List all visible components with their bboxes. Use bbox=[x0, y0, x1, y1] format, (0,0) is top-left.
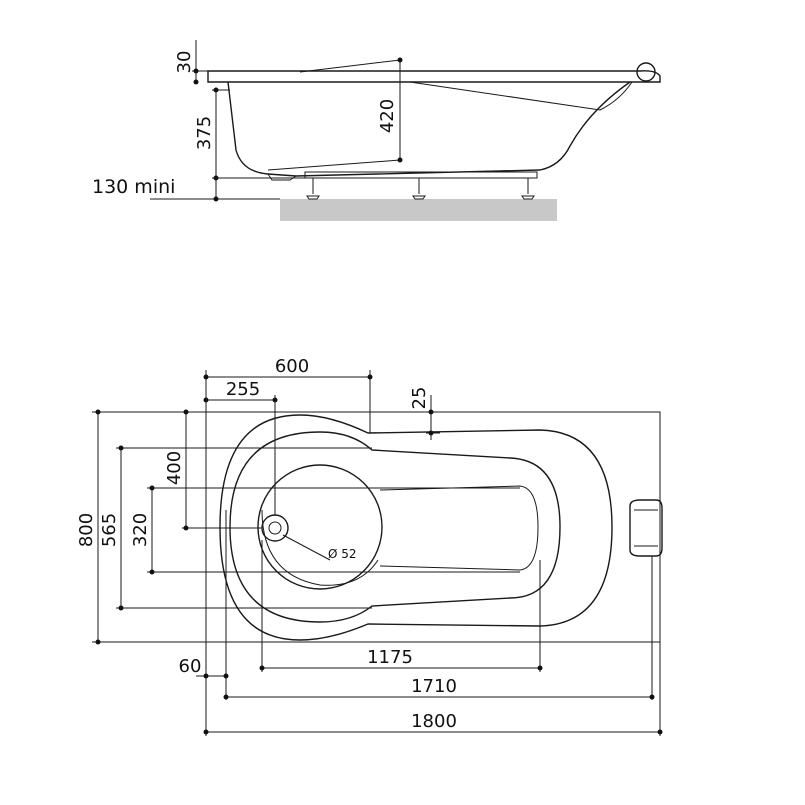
tub-inner-floor bbox=[267, 159, 401, 171]
dim-drain-to-end: 1175 bbox=[367, 647, 413, 668]
dim-overall-length: 1800 bbox=[411, 711, 457, 732]
dim-left-offset: 60 bbox=[179, 656, 202, 677]
headrest-inner bbox=[634, 509, 658, 547]
dim-drain-offset: 255 bbox=[226, 379, 260, 400]
dim-front-basin-width: 400 bbox=[164, 451, 185, 485]
dim-width-outer-basin: 565 bbox=[99, 513, 120, 547]
outer-basin bbox=[219, 414, 613, 641]
dim-inner-length: 1710 bbox=[411, 676, 457, 697]
headrest bbox=[629, 499, 663, 557]
inner-basin bbox=[229, 431, 561, 623]
drain-inner bbox=[268, 521, 282, 535]
dim-inner-depth: 420 bbox=[377, 99, 398, 133]
support-frame bbox=[304, 171, 538, 179]
front-basin-shadow bbox=[261, 509, 379, 586]
dim-tub-height: 375 bbox=[194, 116, 215, 150]
dim-drain-diameter: Ø 52 bbox=[328, 547, 357, 561]
dim-rim-thickness: 30 bbox=[174, 51, 195, 74]
floor-block bbox=[280, 199, 557, 221]
inner-floor bbox=[379, 485, 539, 571]
dim-rim-offset: 25 bbox=[409, 387, 430, 410]
tub-rim bbox=[207, 70, 661, 83]
tub-body bbox=[227, 81, 631, 177]
top-view: Ø 52 600 255 25 800 bbox=[76, 356, 663, 736]
front-basin bbox=[257, 464, 383, 590]
headrest-bulge bbox=[636, 62, 656, 82]
tub-inner-slope bbox=[299, 59, 633, 111]
side-view: 30 420 375 130 mini bbox=[92, 40, 661, 221]
dim-seat-length: 600 bbox=[275, 356, 309, 377]
support-legs bbox=[306, 178, 535, 200]
drain-outer bbox=[261, 514, 289, 542]
dim-width-overall: 800 bbox=[76, 513, 97, 547]
dim-leg-clearance: 130 mini bbox=[92, 176, 175, 198]
dim-width-inner-basin: 320 bbox=[130, 513, 151, 547]
